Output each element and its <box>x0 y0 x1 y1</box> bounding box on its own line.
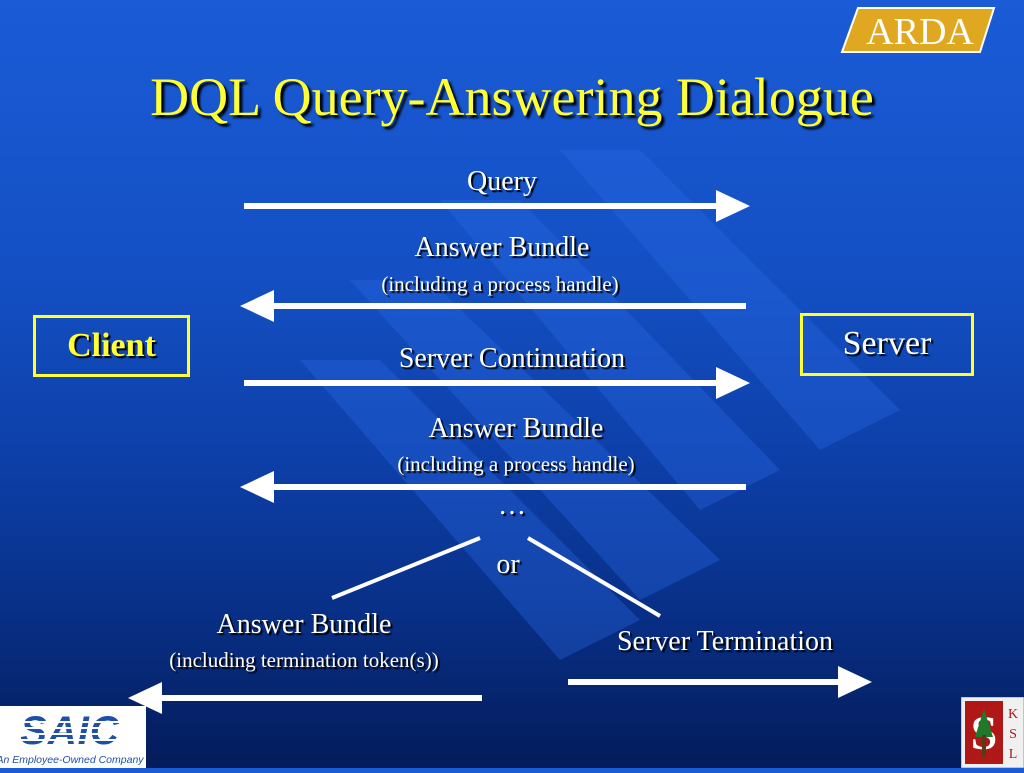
ksl-letter-l: L <box>1009 747 1018 762</box>
server-termination-label: Server Termination <box>616 626 833 657</box>
answer-bundle-termination-label: Answer Bundle <box>216 609 392 640</box>
branch-line-left <box>331 536 481 600</box>
answer-bundle-termination-sublabel: (including termination token(s)) <box>169 648 439 672</box>
client-label: Client <box>67 327 156 364</box>
answer-bundle-sublabel-2: (including a process handle) <box>397 452 635 476</box>
answer-bundle-label-2: Answer Bundle <box>428 413 604 444</box>
client-box: Client <box>33 315 190 377</box>
answer-bundle-arrow-2 <box>240 471 746 503</box>
server-continuation-label: Server Continuation <box>398 343 626 374</box>
server-termination-arrow <box>568 666 872 698</box>
saic-logo-text: SAIC <box>20 709 120 753</box>
answer-bundle-label-1: Answer Bundle <box>414 232 590 263</box>
saic-logo: SAIC An Employee-Owned Company <box>0 706 146 768</box>
slide-title: DQL Query-Answering Dialogue <box>150 67 874 127</box>
arda-logo: ARDA <box>840 7 996 53</box>
server-continuation-arrow <box>244 367 750 399</box>
server-label: Server <box>842 325 932 362</box>
arda-logo-text: ARDA <box>866 11 974 53</box>
answer-bundle-sublabel-1: (including a process handle) <box>381 272 619 296</box>
ellipsis-label: … <box>498 490 526 521</box>
saic-logo-mark: SAIC An Employee-Owned Company <box>0 709 144 766</box>
server-box: Server <box>800 313 974 376</box>
query-arrow <box>244 190 750 222</box>
saic-tagline: An Employee-Owned Company <box>0 754 144 766</box>
query-label: Query <box>467 166 537 197</box>
answer-bundle-termination-arrow <box>128 682 482 714</box>
branch-line-right <box>526 536 662 618</box>
ksl-letter-k: K <box>1008 707 1018 722</box>
answer-bundle-arrow-1 <box>240 290 746 322</box>
ksl-logo: S K S L <box>961 697 1024 768</box>
ksl-letter-s: S <box>1009 727 1017 742</box>
or-label: or <box>496 549 520 580</box>
